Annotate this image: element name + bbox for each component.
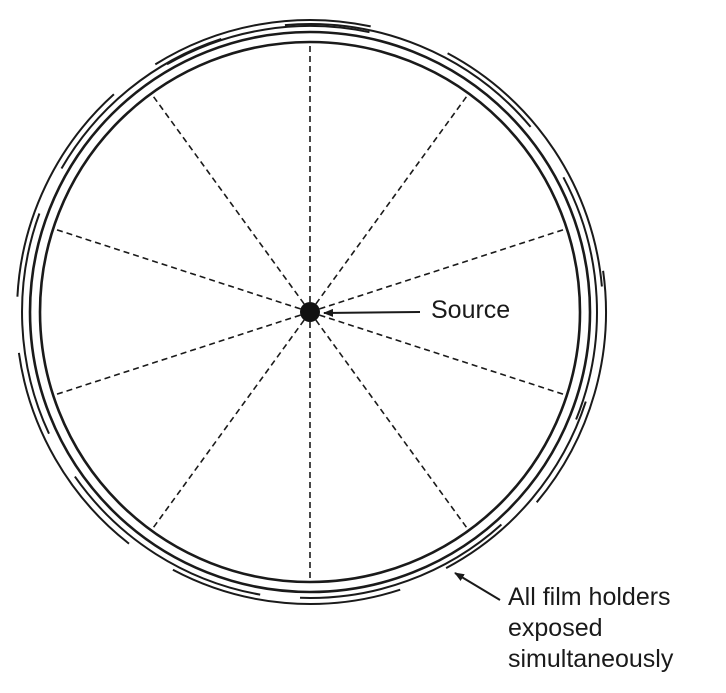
film-holders-leader-arrow <box>454 572 501 601</box>
film-holder-arcs <box>16 19 607 605</box>
film-holder-arc <box>60 38 222 170</box>
radiation-source-dot <box>300 302 320 322</box>
film-holder-arc <box>535 270 607 503</box>
film-holder-arc <box>445 401 587 569</box>
radial-line <box>309 311 568 397</box>
film-holders-label: All film holders exposed simultaneously <box>508 582 673 675</box>
film-holder-arc <box>562 176 598 420</box>
source-leader-arrow <box>323 308 421 317</box>
film-holder-arc <box>16 93 115 297</box>
film-holder-arc <box>447 52 603 287</box>
film-holder-arc <box>74 476 261 596</box>
source-label: Source <box>431 296 511 324</box>
radial-line <box>309 311 470 531</box>
film-holders-label-line-2: exposed <box>508 614 603 642</box>
film-holder-arc <box>21 213 50 435</box>
film-holder-arc <box>284 23 532 128</box>
film-holders-label-line-3: simultaneously <box>508 645 674 673</box>
radial-line <box>52 227 311 313</box>
radial-line <box>150 311 311 531</box>
film-holder-arc <box>299 523 503 599</box>
film-holder-arc <box>166 24 370 66</box>
film-holder-arc <box>172 568 401 605</box>
film-holder-arc <box>17 352 130 545</box>
inner-circle <box>38 40 582 584</box>
film-holders-label-line-1: All film holders <box>508 583 671 611</box>
radial-line <box>309 227 568 313</box>
radial-line <box>309 93 470 313</box>
radial-line <box>150 93 311 313</box>
radial-line <box>52 311 311 397</box>
radial-exposure-lines <box>52 42 568 582</box>
outer-circle <box>28 30 592 594</box>
film-holder-arc <box>154 19 371 66</box>
